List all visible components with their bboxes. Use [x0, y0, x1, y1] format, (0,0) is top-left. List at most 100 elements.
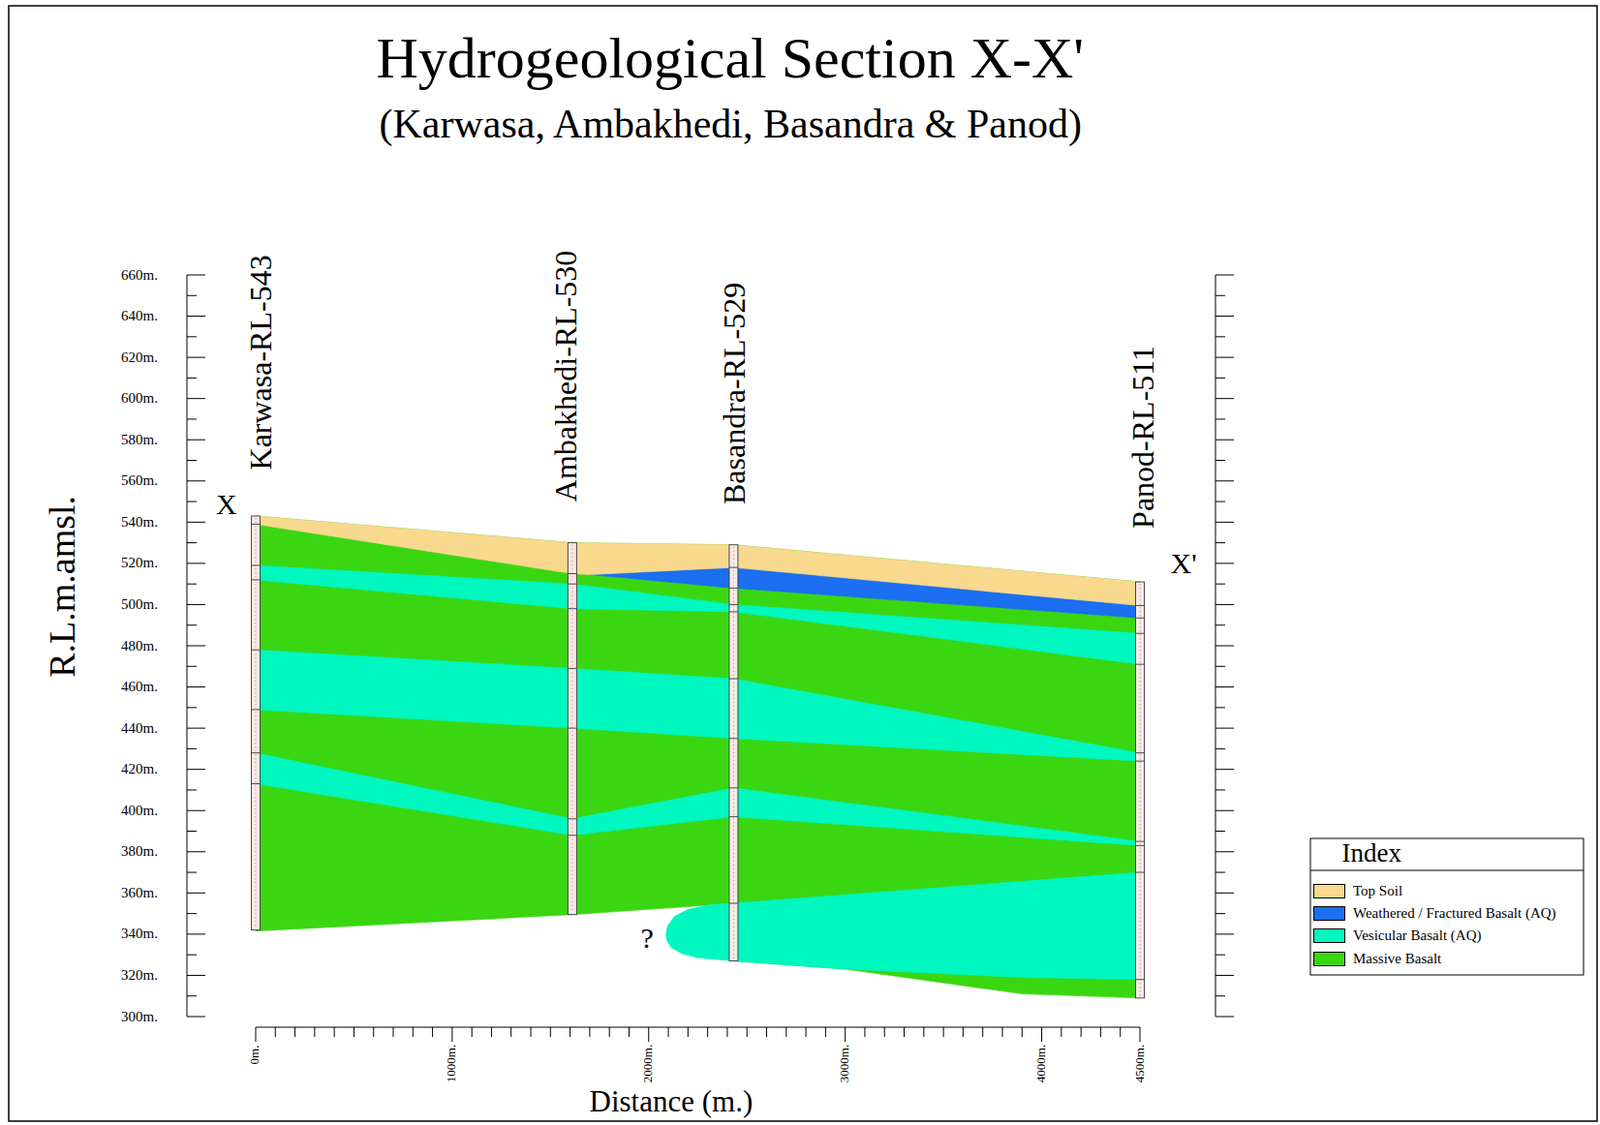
axis-tick-label: 360m.	[121, 885, 158, 902]
axis-tick	[1215, 892, 1234, 894]
legend-box	[1310, 838, 1584, 976]
axis-tick	[1215, 810, 1234, 812]
axis-tick-label: 4000m.	[1034, 1045, 1049, 1083]
borehole-division	[251, 523, 261, 525]
section-end: X	[215, 488, 238, 523]
axis-tick	[1215, 686, 1234, 688]
strata	[255, 516, 1140, 999]
axis-tick	[1215, 872, 1226, 874]
axis-tick	[1215, 728, 1234, 730]
axis-tick	[1139, 1027, 1141, 1043]
axis-tick	[1100, 1027, 1102, 1038]
axis-tick	[844, 1027, 846, 1043]
axis-tick	[186, 748, 197, 750]
borehole-division	[251, 752, 261, 754]
axis-tick-label: 1000m.	[445, 1045, 461, 1083]
axis-tick-label: 560m.	[121, 472, 158, 490]
axis-tick-label: 380m.	[121, 843, 158, 861]
axis-tick	[726, 1027, 728, 1038]
legend-label: Top Soil	[1353, 883, 1403, 900]
axis-tick	[687, 1027, 689, 1038]
axis-tick	[766, 1027, 768, 1038]
legend-label: Vesicular Basalt (AQ)	[1353, 927, 1481, 945]
well-name: Ambakhedi-RL-530	[548, 249, 585, 502]
axis-tick-label: 420m.	[121, 761, 158, 778]
axis-tick	[943, 1027, 945, 1038]
axis-tick-label: 4500m.	[1133, 1045, 1148, 1083]
axis-tick	[186, 336, 197, 338]
axis-tick	[313, 1027, 315, 1038]
vesicular-basalt	[255, 649, 1140, 762]
axis-tick	[471, 1027, 473, 1038]
axis-tick-label: 3000m.	[837, 1045, 853, 1083]
uncertainty-mark: ?	[641, 922, 654, 956]
axis-tick	[186, 480, 206, 482]
axis-tick	[805, 1027, 807, 1038]
axis-tick	[923, 1027, 924, 1038]
axis-tick	[186, 954, 197, 956]
axis-tick	[628, 1027, 630, 1038]
axis-tick	[186, 315, 206, 317]
axis-tick	[186, 542, 197, 544]
axis-tick	[1001, 1027, 1003, 1038]
axis-tick	[186, 646, 206, 647]
axis-tick	[186, 810, 206, 812]
borehole-division	[1136, 845, 1145, 847]
borehole-division	[251, 649, 261, 651]
axis-tick	[412, 1027, 414, 1038]
axis-tick	[1215, 933, 1234, 935]
axis-tick	[186, 275, 206, 277]
axis-tick	[1215, 851, 1234, 853]
axis-tick	[186, 562, 206, 564]
borehole-division	[567, 573, 577, 575]
axis-tick	[1060, 1027, 1062, 1038]
legend-label: Massive Basalt	[1353, 951, 1442, 968]
axis-tick	[1215, 975, 1234, 977]
axis-tick-label: 0m.	[247, 1045, 263, 1065]
boreholes	[251, 516, 1145, 999]
axis-tick	[186, 604, 206, 606]
legend-label: Weathered / Fractured Basalt (AQ)	[1353, 905, 1557, 923]
axis-tick	[186, 851, 206, 853]
borehole-division	[567, 608, 577, 610]
axis-tick	[186, 522, 206, 524]
subtitle: (Karwasa, Ambakhedi, Basandra & Panod)	[379, 100, 1082, 148]
axis-tick	[1215, 377, 1226, 379]
axis-tick-label: 520m.	[121, 554, 158, 572]
axis-tick	[372, 1027, 374, 1038]
axis-tick	[1119, 1027, 1121, 1038]
axis-tick	[530, 1027, 532, 1038]
axis-tick	[1215, 480, 1234, 482]
axis-tick-label: 620m.	[121, 349, 158, 367]
axis-tick	[275, 1027, 277, 1038]
axis-tick	[1215, 418, 1226, 420]
vesicular-basalt	[255, 753, 1140, 847]
axis-tick	[1215, 707, 1226, 708]
axis-tick	[186, 728, 206, 730]
distance-axis	[255, 1027, 1140, 1029]
borehole-division	[1136, 841, 1145, 843]
axis-tick	[186, 995, 197, 997]
axis-tick	[255, 1027, 257, 1043]
borehole-division	[729, 787, 739, 789]
axis-tick	[1215, 398, 1234, 400]
axis-tick	[510, 1027, 512, 1038]
borehole-division	[729, 738, 739, 739]
axis-tick	[1080, 1027, 1082, 1038]
axis-tick	[1215, 295, 1226, 297]
axis-tick	[746, 1027, 748, 1038]
axis-tick	[1215, 913, 1226, 915]
axis-tick	[1215, 542, 1226, 544]
axis-tick	[1215, 522, 1234, 524]
axis-tick	[609, 1027, 611, 1038]
axis-tick	[294, 1027, 296, 1038]
axis-tick-label: 340m.	[121, 925, 158, 943]
borehole-division	[729, 902, 739, 904]
axis-tick	[1215, 584, 1226, 585]
top-soil	[255, 516, 1140, 607]
axis-tick	[186, 707, 197, 708]
axis-tick	[1215, 748, 1226, 750]
axis-tick-label: 2000m.	[641, 1045, 656, 1083]
section-title: Hydrogeological Section X-X'	[376, 25, 1085, 93]
axis-tick	[1215, 357, 1234, 359]
